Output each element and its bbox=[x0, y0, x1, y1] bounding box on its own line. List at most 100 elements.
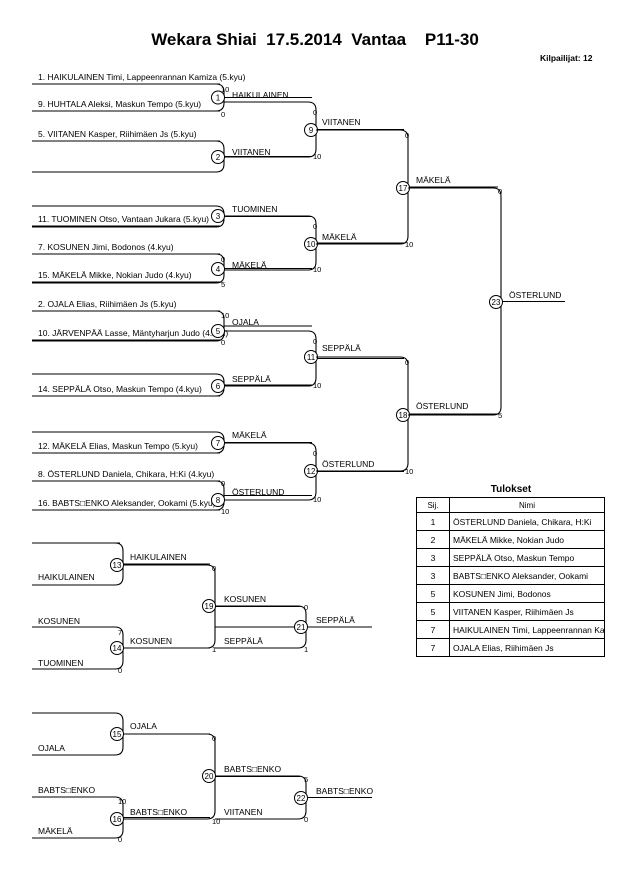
bracket-connector bbox=[316, 129, 409, 245]
match-number: 22 bbox=[297, 794, 306, 803]
match-number: 14 bbox=[113, 644, 122, 653]
score: 0 bbox=[221, 255, 225, 264]
score: 0 bbox=[313, 108, 317, 117]
score: 0 bbox=[304, 603, 308, 612]
score: 10 bbox=[313, 265, 321, 274]
result-name: BABTS□ENKO Aleksander, Ookami bbox=[449, 566, 605, 585]
result-name: VIITANEN Kasper, Riihimäen Js bbox=[449, 602, 605, 621]
result-name: MÄKELÄ Mikke, Nokian Judo bbox=[449, 530, 605, 549]
winner-name: KOSUNEN bbox=[224, 594, 266, 604]
score: 10 bbox=[212, 817, 220, 826]
winner-name: MÄKELÄ bbox=[322, 232, 357, 242]
match-number-circle bbox=[211, 90, 225, 105]
score: 0 bbox=[304, 815, 308, 824]
score: 10 bbox=[118, 797, 126, 806]
match-number: 21 bbox=[297, 623, 306, 632]
match-number: 19 bbox=[205, 602, 214, 611]
match-number: 4 bbox=[216, 265, 221, 274]
match-number: 17 bbox=[399, 184, 408, 193]
winner-name: MÄKELÄ bbox=[232, 260, 267, 270]
result-rank: 2 bbox=[416, 530, 450, 549]
winner-name: OJALA bbox=[232, 317, 259, 327]
result-name: HAIKULAINEN Timi, Lappeenrannan Kamiza bbox=[449, 620, 605, 639]
score: 10 bbox=[405, 240, 413, 249]
match-number: 7 bbox=[216, 439, 221, 448]
match-number: 8 bbox=[216, 496, 221, 505]
score: 7 bbox=[118, 628, 122, 637]
score: 0 bbox=[313, 337, 317, 346]
score: 0 bbox=[498, 187, 502, 196]
winner-name: ÖSTERLUND bbox=[232, 487, 284, 497]
match-number: 2 bbox=[216, 153, 221, 162]
result-rank: 5 bbox=[416, 584, 450, 603]
winner-name: HAIKULAINEN bbox=[130, 552, 187, 562]
score: 0 bbox=[212, 734, 216, 743]
score: 0 bbox=[313, 222, 317, 231]
score: 0 bbox=[118, 666, 122, 675]
match-number: 9 bbox=[309, 126, 314, 135]
entry-name: 10. JÄRVENPÄÄ Lasse, Mäntyharjun Judo (4… bbox=[38, 328, 228, 338]
match-number: 5 bbox=[216, 327, 221, 336]
result-rank: 3 bbox=[416, 566, 450, 585]
winner-name: VIITANEN bbox=[322, 117, 361, 127]
result-rank: 1 bbox=[416, 512, 450, 531]
winner-name: OJALA bbox=[130, 721, 157, 731]
score: 5 bbox=[221, 280, 225, 289]
match-number: 13 bbox=[113, 561, 122, 570]
entry-name: 12. MÄKELÄ Elias, Maskun Tempo (5.kyu) bbox=[38, 441, 198, 451]
entry-name: 1. HAIKULAINEN Timi, Lappeenrannan Kamiz… bbox=[38, 72, 246, 82]
match-number-circle bbox=[294, 620, 308, 634]
score: 0 bbox=[118, 835, 122, 844]
winner-name: BABTS□ENKO bbox=[130, 807, 187, 817]
name-header: Nimi bbox=[449, 497, 605, 513]
score: 0 bbox=[405, 131, 409, 140]
match-number: 10 bbox=[307, 240, 316, 249]
entry-name: 11. TUOMINEN Otso, Vantaan Jukara (5.kyu… bbox=[38, 214, 209, 224]
winner-name: HAIKULAINEN bbox=[232, 90, 289, 100]
match-number: 6 bbox=[216, 382, 221, 391]
match-number: 3 bbox=[216, 212, 221, 221]
repechage-name: TUOMINEN bbox=[38, 658, 83, 668]
score: 10 bbox=[221, 311, 229, 320]
score: 1 bbox=[304, 645, 308, 654]
score: 1 bbox=[212, 645, 216, 654]
repechage-name: MÄKELÄ bbox=[38, 826, 73, 836]
bracket-connector bbox=[32, 140, 225, 173]
score: 0 bbox=[313, 449, 317, 458]
entry-name: 7. KOSUNEN Jimi, Bodonos (4.kyu) bbox=[38, 242, 174, 252]
result-rank: 7 bbox=[416, 638, 450, 657]
match-number-circle bbox=[489, 295, 503, 309]
score: 10 bbox=[221, 507, 229, 516]
match-number: 18 bbox=[399, 411, 408, 420]
competitor-count: Kilpailijat: 12 bbox=[540, 53, 593, 63]
result-rank: 3 bbox=[416, 548, 450, 567]
rank-header: Sij. bbox=[416, 497, 450, 513]
score: 10 bbox=[313, 152, 321, 161]
bracket-connector bbox=[408, 187, 502, 416]
winner-name: ÖSTERLUND bbox=[322, 459, 374, 469]
results-header-row: Sij. Nimi bbox=[416, 497, 605, 513]
repechage-name: OJALA bbox=[38, 743, 65, 753]
page-title: Wekara Shiai 17.5.2014 Vantaa P11-30 bbox=[151, 30, 479, 49]
entry-name: 14. SEPPÄLÄ Otso, Maskun Tempo (4.kyu) bbox=[38, 384, 202, 394]
repechage-name: HAIKULAINEN bbox=[38, 572, 95, 582]
entry-name: 15. MÄKELÄ Mikke, Nokian Judo (4.kyu) bbox=[38, 270, 192, 280]
match-number: 1 bbox=[216, 94, 221, 103]
entry-name: 5. VIITANEN Kasper, Riihimäen Js (5.kyu) bbox=[38, 129, 197, 139]
winner-name: SEPPÄLÄ bbox=[316, 615, 355, 625]
score: 10 bbox=[405, 467, 413, 476]
winner-name: BABTS□ENKO bbox=[316, 786, 373, 796]
match-number: 11 bbox=[307, 353, 316, 362]
entry-name: 2. OJALA Elias, Riihimäen Js (5.kyu) bbox=[38, 299, 177, 309]
winner-name: ÖSTERLUND bbox=[416, 401, 468, 411]
score: 0 bbox=[221, 338, 225, 347]
